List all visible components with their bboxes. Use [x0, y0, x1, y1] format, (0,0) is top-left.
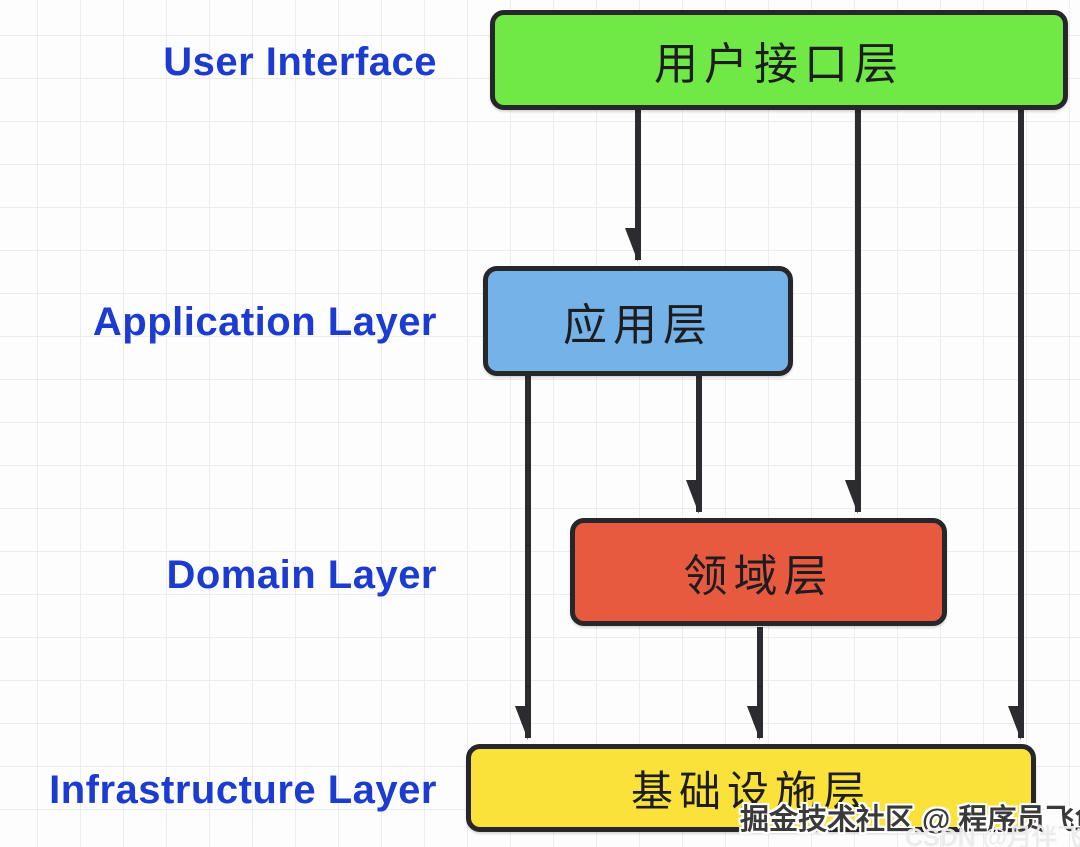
box-infrastructure-text: 基础设施层 [630, 767, 871, 815]
label-application-layer: Application Layer [92, 300, 437, 344]
label-infrastructure-layer: Infrastructure Layer [49, 768, 437, 812]
box-domain-layer: 领域层 [570, 518, 947, 626]
box-user-interface-text: 用户接口层 [654, 40, 904, 89]
watermark-csdn: CSDN @月伴飞鱼 [905, 824, 1080, 847]
box-domain-text: 领域层 [683, 552, 834, 601]
box-application-layer: 应用层 [483, 266, 793, 376]
label-user-interface: User Interface [163, 40, 437, 84]
label-domain-layer: Domain Layer [166, 553, 437, 597]
box-infrastructure-layer: 基础设施层 [466, 744, 1036, 832]
box-user-interface-layer: 用户接口层 [490, 10, 1068, 110]
box-application-text: 应用层 [563, 301, 713, 350]
watermark-juejin: 掘金技术社区 @ 程序员飞鱼 [740, 804, 1080, 836]
